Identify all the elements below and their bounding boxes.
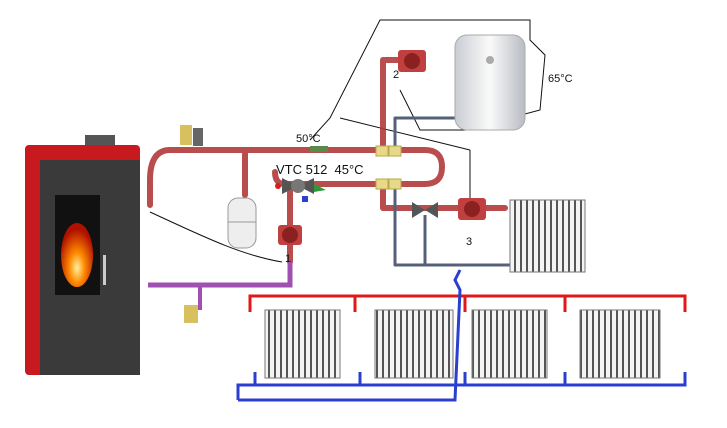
fire-icon (61, 223, 93, 287)
pump-1-icon (278, 225, 302, 245)
label-vtc-valve: VTC 512 45°C (276, 162, 364, 177)
supply-pipes (147, 57, 508, 265)
radiator-3 (471, 309, 548, 379)
radiator-4 (579, 309, 661, 379)
pellet-stove (25, 135, 140, 375)
label-pump-1: 1 (285, 253, 291, 265)
callout-lines (149, 19, 546, 263)
water-heater (454, 34, 526, 131)
return-to-stove-pipe (148, 262, 293, 288)
radiator-circuit-pipes (236, 269, 687, 402)
pump-3-icon (458, 198, 486, 220)
temperature-sensor (310, 146, 328, 152)
radiator-1 (264, 309, 341, 379)
label-temp-50: 50°C (296, 133, 321, 145)
hydraulic-separator (375, 145, 402, 190)
label-pump-3: 3 (466, 236, 472, 248)
pump-2-icon (398, 50, 426, 72)
mixing-valve-icon (275, 178, 326, 202)
radiator-row (264, 309, 661, 379)
valve-3-icon (412, 202, 438, 218)
label-pump-2: 2 (393, 69, 399, 81)
safety-valve-icon (180, 125, 203, 146)
return-pipes (393, 116, 510, 267)
expansion-vessel-icon (227, 197, 257, 249)
radiator-2 (374, 309, 454, 379)
label-temp-65: 65°C (548, 73, 573, 85)
drain-valve-icon (184, 305, 198, 323)
radiator-upper (509, 199, 586, 273)
